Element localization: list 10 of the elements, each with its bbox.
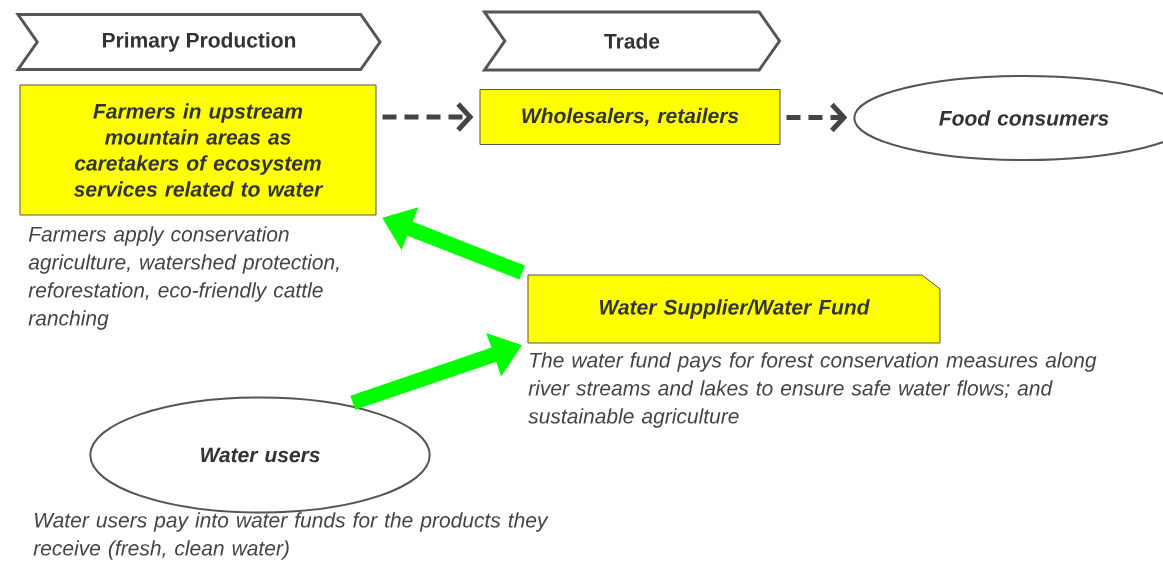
process-box: Wholesalers, retailers [479,89,781,145]
process-box: Water Supplier/Water Fund [527,274,941,344]
chevron-header: Trade [481,10,782,72]
note-text: The water fund pays for forest conservation measures along river streams and lakes to ensure safe water flows; and sustainable agriculture [528,352,1097,428]
note-text: Water users pay into water funds for the products they receive (fresh, clean water) [33,512,549,560]
process-box: Farmers in upstream mountain areas as caretakers of ecosystem services related to water [19,84,377,216]
chevron-header: Primary Production [15,13,382,71]
note-text: Farmers apply conservation agriculture, watershed protection, reforestation, eco-friendly cattle ranching [28,226,339,330]
arrow [382,102,474,132]
arrow [786,102,848,133]
